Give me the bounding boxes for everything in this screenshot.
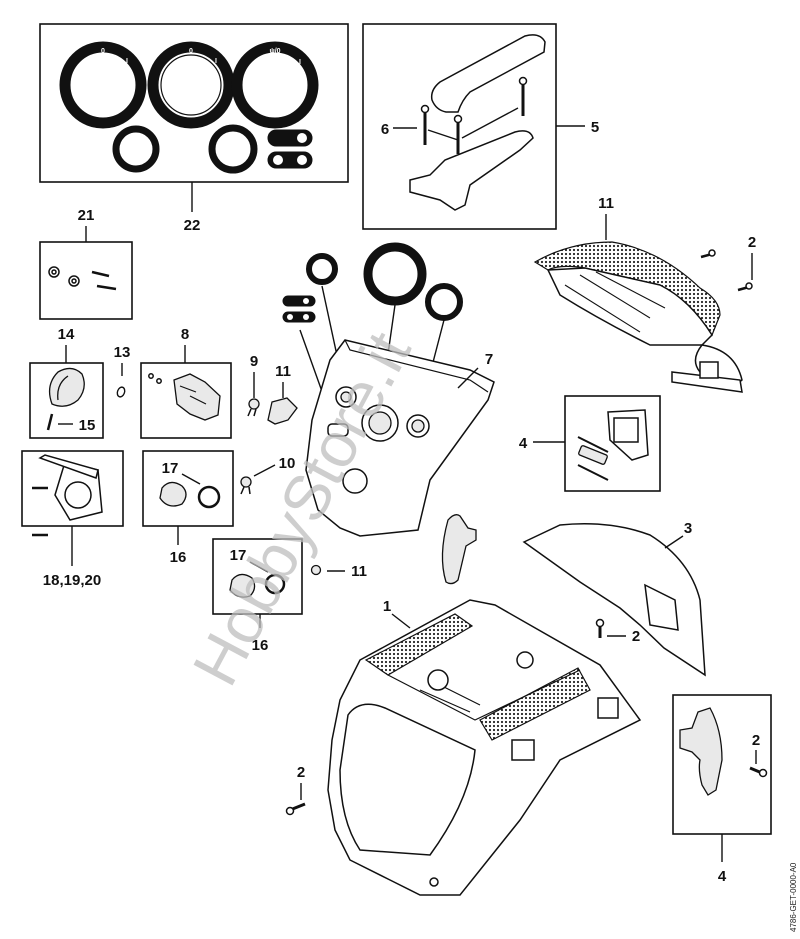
- callout-label-9: 7: [485, 351, 493, 368]
- dial-label-small-1: [112, 125, 160, 173]
- hinge-flap-group: 4: [519, 395, 661, 492]
- callout-label-6: 3: [684, 520, 692, 537]
- callout-label-4: 5: [591, 119, 599, 136]
- callout-label-21: 21: [78, 207, 95, 224]
- top-grille-group: 11 2: [533, 195, 756, 393]
- handle-grip: [430, 34, 546, 113]
- callout-label-16-b: 16: [252, 637, 269, 654]
- callout-box-22: [39, 23, 349, 183]
- fastener-kit-group: 21: [39, 207, 133, 320]
- callout-label-11-a: 9: [250, 353, 258, 370]
- callout-box-3: [672, 694, 772, 835]
- rotary-knob-group: 14 15: [29, 326, 104, 439]
- switch-assembly-group: 8: [140, 326, 232, 439]
- callout-label-7: 4: [519, 435, 528, 452]
- callout-label-10: 8: [181, 326, 189, 343]
- control-panel-group: 7: [282, 242, 495, 537]
- callout-label-14: 14: [58, 326, 75, 343]
- lamp-mid-group: 10: [240, 455, 296, 495]
- main-housing-group: 1 2: [285, 598, 642, 896]
- callout-label-8: 11: [598, 195, 614, 212]
- side-cover: [522, 523, 706, 677]
- label-set-group: 0 I 0 I ψ/0 I: [39, 23, 349, 234]
- o-ring-13-group: 13: [114, 344, 131, 398]
- callout-box-10: [140, 362, 232, 439]
- callout-label-17-a: 17: [162, 460, 179, 477]
- lamp-and-clip-group: 9 11: [247, 353, 298, 425]
- callout-label-5: 6: [381, 121, 389, 138]
- dial2-top-text: 0: [189, 48, 193, 55]
- callout-box-21: [39, 241, 133, 320]
- callout-box-16-upper: [142, 450, 234, 527]
- callout-label-13: 13: [114, 344, 131, 361]
- power-socket-group: 18,19,20: [21, 450, 124, 589]
- small-knob-kit-upper: 17 16: [142, 450, 234, 566]
- callout-label-2-c: 2: [297, 764, 305, 781]
- screw-set-5: [420, 76, 528, 154]
- callout-label-2-b: 2: [632, 628, 640, 645]
- callout-label-18-19-20: 18,19,20: [43, 572, 101, 589]
- reference-code: 4786-GET-0000-A0: [789, 862, 798, 932]
- callout-box-7: [564, 395, 661, 492]
- dial3-top-text: ψ/0: [269, 48, 280, 55]
- dial-label-3: ψ/0 I: [231, 41, 319, 129]
- callout-label-3: 4: [718, 868, 727, 885]
- small-knob-kit-lower: 17 16 11: [212, 538, 367, 654]
- dial1-right-text: I: [126, 58, 128, 65]
- callout-box-14: [29, 362, 104, 439]
- dial-label-2: 0 I: [147, 41, 235, 129]
- dial2-right-text: I: [215, 58, 217, 65]
- pill-labels: [267, 129, 313, 169]
- callout-label-22: 22: [184, 217, 201, 234]
- side-cover-group: 3 2: [522, 520, 706, 677]
- callout-label-11-b: 10: [279, 455, 296, 472]
- callout-label-11-c: 11: [351, 563, 367, 580]
- latch-piece: [441, 514, 477, 585]
- callout-label-17-b: 17: [230, 547, 247, 564]
- handle-base: [409, 130, 534, 211]
- callout-label-2-d: 2: [752, 732, 760, 749]
- dial3-right-text: I: [299, 59, 301, 66]
- callout-box-16-lower: [212, 538, 303, 615]
- callout-label-1: 1: [383, 598, 391, 615]
- latch-handle: [679, 707, 723, 796]
- latch-kit-group: 2 4: [672, 694, 772, 885]
- callout-label-15: 15: [79, 417, 96, 434]
- dial-label-small-2: [208, 124, 258, 174]
- callout-label-12: 11: [275, 363, 291, 380]
- handle-kit-group: 6 5: [362, 23, 599, 230]
- dial-label-1: 0 I: [59, 41, 147, 129]
- dial1-top-text: 0: [101, 48, 105, 55]
- callout-label-2-a: 2: [748, 234, 756, 251]
- callout-label-16-a: 16: [170, 549, 187, 566]
